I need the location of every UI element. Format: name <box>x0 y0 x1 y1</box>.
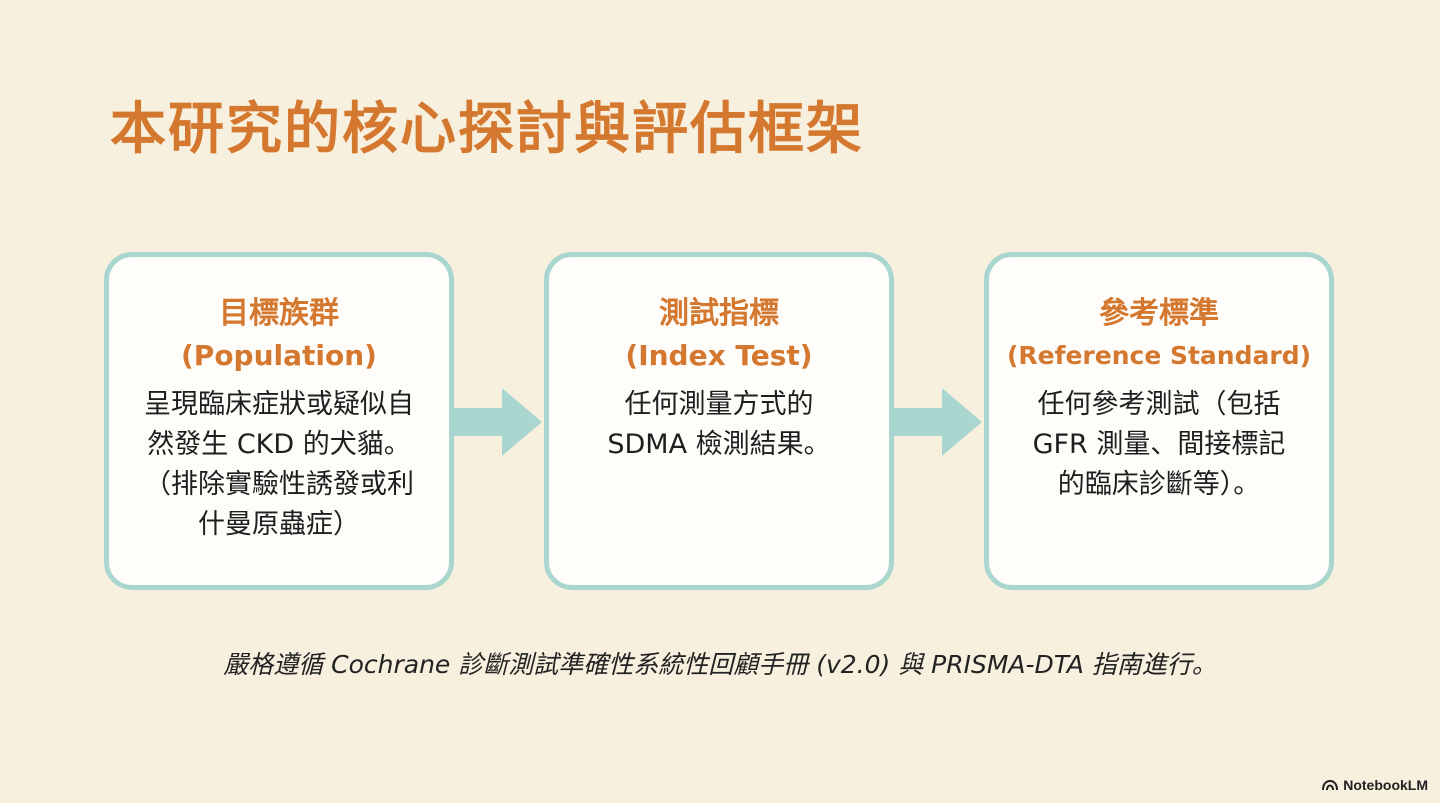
reference-standard-line: GFR 測量、間接標記 <box>1032 429 1286 460</box>
index-test-subtitle: (Index Test) <box>625 339 813 372</box>
brand-name: NotebookLM <box>1343 777 1428 793</box>
population-line: （排除實驗性誘發或利 <box>144 469 414 500</box>
index-test-line: 任何測量方式的 <box>624 389 814 420</box>
reference-standard-title: 參考標準 <box>1099 296 1219 331</box>
right-arrow-icon <box>452 388 542 456</box>
index-test-card: 測試指標 (Index Test) 任何測量方式的 SDMA 檢測結果。 <box>544 252 894 590</box>
brand-watermark: NotebookLM <box>1322 777 1428 793</box>
reference-standard-description: 任何參考測試（包括 GFR 測量、間接標記 的臨床診斷等）。 <box>1004 385 1314 505</box>
reference-standard-subtitle: (Reference Standard) <box>1006 341 1312 370</box>
population-line: 然發生 CKD 的犬貓。 <box>147 429 411 460</box>
index-test-description: 任何測量方式的 SDMA 檢測結果。 <box>564 385 874 465</box>
population-subtitle: (Population) <box>181 339 377 372</box>
population-line: 什曼原蟲症） <box>198 509 360 540</box>
right-arrow-icon <box>892 388 982 456</box>
index-test-title: 測試指標 <box>659 296 779 331</box>
reference-standard-card: 參考標準 (Reference Standard) 任何參考測試（包括 GFR … <box>984 252 1334 590</box>
index-test-line: SDMA 檢測結果。 <box>607 429 831 460</box>
reference-standard-line: 的臨床診斷等）。 <box>1057 469 1261 500</box>
population-title: 目標族群 <box>219 296 339 331</box>
population-line: 呈現臨床症狀或疑似自 <box>144 389 414 420</box>
notebooklm-logo-icon <box>1322 779 1339 791</box>
reference-standard-line: 任何參考測試（包括 <box>1037 389 1281 420</box>
methodology-footnote: 嚴格遵循 Cochrane 診斷測試準確性系統性回顧手冊 (v2.0) 與 PR… <box>223 650 1217 679</box>
page-title: 本研究的核心探討與評估框架 <box>110 97 864 162</box>
population-description: 呈現臨床症狀或疑似自 然發生 CKD 的犬貓。 （排除實驗性誘發或利 什曼原蟲症… <box>124 385 434 545</box>
population-card: 目標族群 (Population) 呈現臨床症狀或疑似自 然發生 CKD 的犬貓… <box>104 252 454 590</box>
